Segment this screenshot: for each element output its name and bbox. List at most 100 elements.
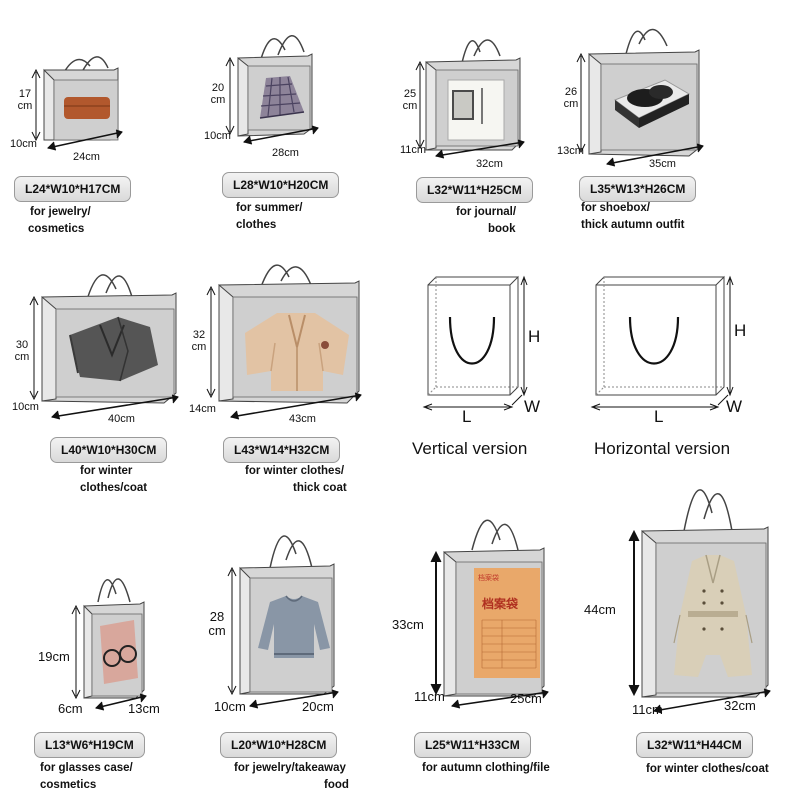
bag-2-drawing xyxy=(225,35,319,145)
use-line: for summer/ xyxy=(236,202,303,214)
length-letter: L xyxy=(462,407,472,426)
length-label: 32cm xyxy=(724,698,756,713)
size-badge: L32*W11*H44CM xyxy=(636,732,753,758)
shoebox-image xyxy=(613,79,691,128)
use-line: for glasses case/ xyxy=(40,762,133,774)
horizontal-outline-drawing xyxy=(590,275,734,411)
cosmetic-bag-image xyxy=(64,97,110,119)
use-line: for winter clothes/ xyxy=(245,465,345,477)
use-line: food xyxy=(324,779,349,791)
height-label: 28 cm xyxy=(208,609,226,639)
bag-5-drawing xyxy=(29,274,179,420)
width-label: 10cm xyxy=(214,699,246,714)
bag-card-10: 44cm 11cm 32cm L32*W11*H44CM for winter … xyxy=(580,465,800,800)
vertical-outline-drawing xyxy=(422,275,528,411)
width-label: 10cm xyxy=(10,138,37,150)
bag-card-6: 32 cm 14cm 43cm L43*W14*H32CM for winter… xyxy=(185,255,400,505)
use-text: for jewelry/takeaway food xyxy=(234,760,349,794)
size-badge: L40*W10*H30CM xyxy=(50,437,168,463)
length-label: 24cm xyxy=(73,151,100,163)
use-line: for journal/ xyxy=(456,206,517,218)
bag-9-drawing: 档案袋 档案袋 xyxy=(430,519,549,709)
use-text: for journal/ book xyxy=(456,204,516,238)
width-label: 6cm xyxy=(58,701,83,716)
height-label: 25 cm xyxy=(402,88,418,113)
use-line: thick coat xyxy=(293,482,347,494)
use-line: thick autumn outfit xyxy=(581,219,685,231)
use-line: for autumn clothing/file xyxy=(422,762,550,774)
use-text: for winter clothes/coat xyxy=(646,761,769,778)
bag-card-2: 20 cm 10cm 28cm L28*W10*H20CM for summer… xyxy=(200,0,400,250)
bag-card-4: 26 cm 13cm 35cm L35*W13*H26CM for shoebo… xyxy=(557,0,800,250)
width-label: 13cm xyxy=(557,145,584,157)
length-label: 25cm xyxy=(510,691,542,706)
height-label: 44cm xyxy=(584,602,616,617)
length-label: 40cm xyxy=(108,413,135,425)
horizontal-version-caption: Horizontal version xyxy=(594,439,731,458)
use-text: for winter clothes/ thick coat xyxy=(245,463,347,497)
use-text: for winter clothes/coat xyxy=(80,463,147,497)
use-text: for summer/ clothes xyxy=(236,200,302,234)
plaid-skirt-image xyxy=(259,76,305,119)
size-badge: L28*W10*H20CM xyxy=(222,172,340,198)
horizontal-version-diagram: H W L Horizontal version xyxy=(578,255,800,470)
file-folder-image: 档案袋 档案袋 xyxy=(474,568,540,678)
height-letter: H xyxy=(734,321,747,340)
height-label: 32 cm xyxy=(191,329,207,354)
size-badge: L13*W6*H19CM xyxy=(34,732,145,758)
bag-3-drawing xyxy=(415,39,525,159)
use-line: for shoebox/ xyxy=(581,202,651,214)
width-label: 14cm xyxy=(189,403,216,415)
grey-coat-image xyxy=(69,316,158,382)
bag-card-7: 19cm 6cm 13cm L13*W6*H19CM for glasses c… xyxy=(0,510,200,800)
height-label: 26 cm xyxy=(563,86,579,111)
folder-brand: 档案袋 xyxy=(478,573,499,582)
height-label: 33cm xyxy=(392,617,424,632)
trench-coat-image xyxy=(673,554,753,677)
height-letter: H xyxy=(528,327,541,346)
width-label: 10cm xyxy=(204,130,231,142)
use-line: clothes xyxy=(236,219,277,231)
sweater-image xyxy=(258,595,330,658)
bag-card-8: 28 cm 10cm 20cm L20*W10*H28CM for jewelr… xyxy=(200,510,400,800)
size-badge: L25*W11*H33CM xyxy=(414,732,531,758)
use-line: cosmetics xyxy=(40,779,97,791)
height-label: 19cm xyxy=(38,649,70,664)
width-label: 10cm xyxy=(12,401,39,413)
use-text: for shoebox/ thick autumn outfit xyxy=(581,200,685,234)
bag-1-drawing xyxy=(31,56,123,151)
width-letter: W xyxy=(524,397,541,416)
length-label: 20cm xyxy=(302,699,334,714)
bag-10-drawing xyxy=(628,489,771,714)
size-badge: L43*W14*H32CM xyxy=(223,437,341,463)
height-label: 17 cm xyxy=(17,88,33,113)
use-line: for jewelry/ xyxy=(30,206,91,218)
bag-card-3: 25 cm 11cm 32cm L32*W11*H25CM for journa… xyxy=(400,0,580,250)
bag-card-1: 17 cm 10cm 24cm L24*W10*H17CM for jewelr… xyxy=(0,0,200,250)
journal-book-image xyxy=(447,79,505,141)
length-label: 32cm xyxy=(476,158,503,170)
height-label: 20 cm xyxy=(210,82,226,107)
bag-8-drawing xyxy=(227,535,339,709)
length-label: 35cm xyxy=(649,158,676,170)
size-badge: L20*W10*H28CM xyxy=(220,732,338,758)
length-label: 13cm xyxy=(128,701,160,716)
bag-card-9: 档案袋 档案袋 33cm 11cm 25cm L25*W11*H33CM for… xyxy=(390,510,590,800)
beige-coat-image xyxy=(245,313,349,391)
folder-title: 档案袋 xyxy=(482,596,519,611)
use-line: for jewelry/takeaway xyxy=(234,762,346,774)
use-text: for glasses case/ cosmetics xyxy=(40,760,133,794)
use-text: for jewelry/ cosmetics xyxy=(28,204,91,238)
width-label: 11cm xyxy=(400,144,427,156)
width-label: 11cm xyxy=(414,689,445,704)
length-label: 28cm xyxy=(272,147,299,159)
use-line: for winter xyxy=(80,465,133,477)
glasses-case-image xyxy=(100,620,138,684)
height-label: 30 cm xyxy=(14,339,30,364)
width-label: 11cm xyxy=(632,702,663,717)
length-label: 43cm xyxy=(289,413,316,425)
size-badge: L24*W10*H17CM xyxy=(14,176,132,202)
use-line: clothes/coat xyxy=(80,482,148,494)
bag-7-drawing xyxy=(71,578,147,711)
width-letter: W xyxy=(726,397,743,416)
